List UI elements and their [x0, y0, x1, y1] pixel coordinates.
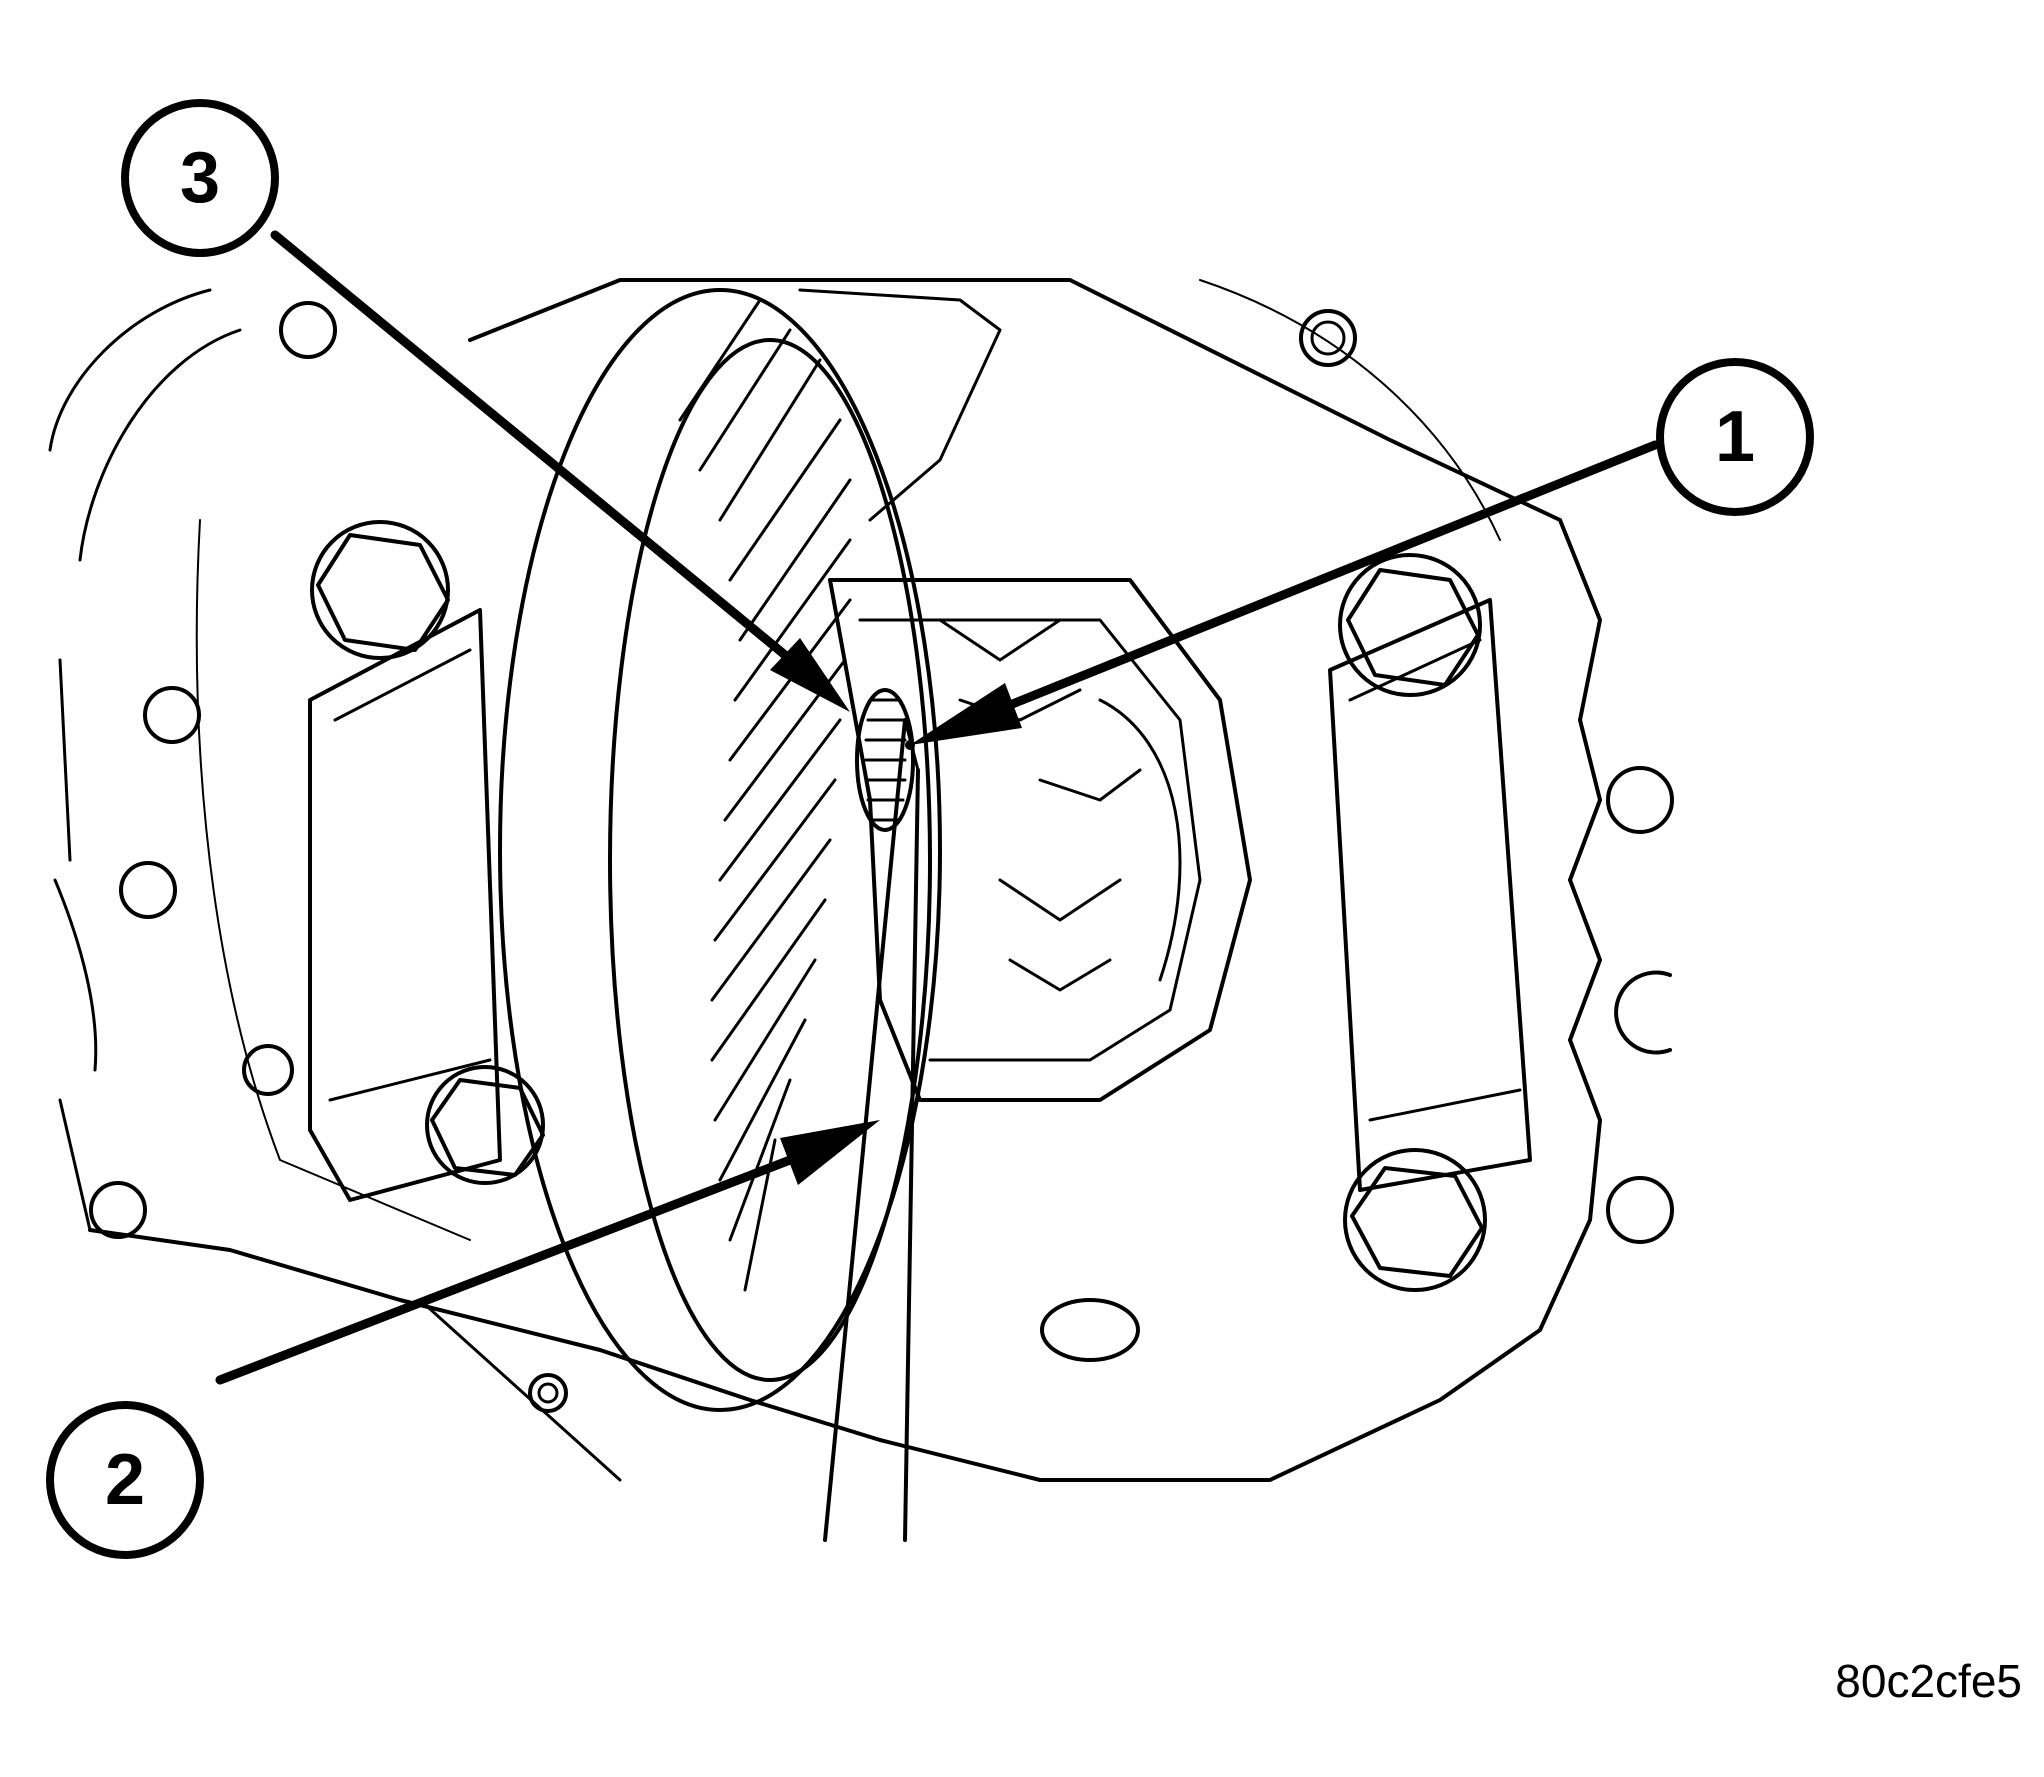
figure-id-code: 80c2cfe5: [1835, 1655, 2022, 1707]
callout-circle-icon: [121, 99, 279, 257]
callout-2-number: 2: [105, 1440, 145, 1520]
callout-1-number: 1: [1715, 397, 1755, 477]
cap-bolt-upper-left: [310, 520, 450, 660]
callout-2: 2: [46, 1401, 204, 1559]
callout-3: 3: [121, 99, 279, 257]
bearing-cap-right: [1328, 598, 1532, 1192]
cap-bolt-upper-right: [1338, 553, 1482, 697]
axle-housing: [48, 278, 1674, 1482]
callout-leaders: [215, 230, 1660, 1385]
callout-3-number: 3: [180, 138, 220, 218]
callout-1: 1: [1656, 358, 1814, 516]
pinion-gear-and-washer: [855, 688, 915, 832]
callout-circle-icon: [1656, 358, 1814, 516]
bearing-cap-left: [308, 608, 502, 1202]
ring-gear: [498, 288, 1002, 1412]
cap-bolt-lower-right: [1343, 1148, 1487, 1292]
callout-circle-icon: [46, 1401, 204, 1559]
